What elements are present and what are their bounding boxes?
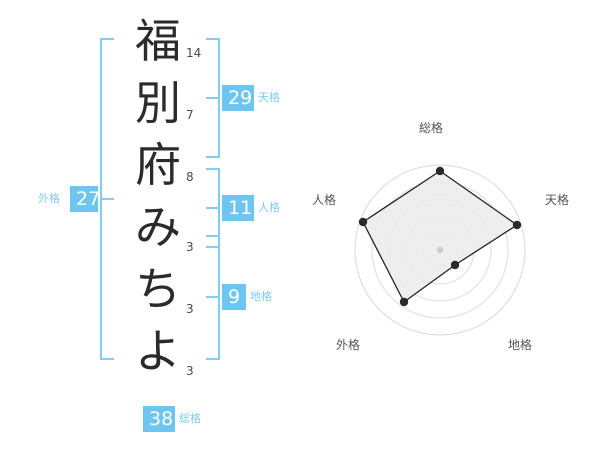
name-char-2: 別 [135, 76, 181, 130]
chikaku-label: 地格 [250, 290, 272, 303]
gaikaku-label: 外格 [38, 192, 60, 205]
name-char-4-strokes: 3 [186, 240, 194, 254]
name-char-4: み [135, 200, 181, 254]
name-char-3: 府 [135, 138, 181, 192]
radar-point-gaikaku [399, 297, 409, 307]
name-breakdown-panel: 外格 27 福 14 別 7 府 8 み 3 ち 3 よ 3 29 天格 11 … [38, 14, 280, 432]
radar-point-jinkaku [358, 217, 368, 227]
chikaku-value: 9 [222, 284, 246, 310]
gaikaku-bracket-tick [100, 198, 114, 200]
name-char-2-strokes: 7 [186, 108, 194, 122]
jinkaku-value: 11 [222, 195, 254, 221]
chikaku-bracket-tick [206, 296, 220, 298]
radar-data-polygon [362, 170, 518, 303]
tenkaku-label: 天格 [258, 91, 280, 104]
name-char-1-strokes: 14 [186, 46, 202, 60]
radar-svg [354, 164, 526, 336]
name-char-3-strokes: 8 [186, 170, 194, 184]
name-char-6-strokes: 3 [186, 364, 194, 378]
kakusu-radar-chart: 総格 天格 地格 外格 人格 [300, 0, 600, 470]
jinkaku-bracket-tick [206, 207, 220, 209]
radar-axis-label-chikaku: 地格 [508, 338, 533, 352]
jinkaku-label: 人格 [258, 201, 280, 214]
gaikaku-value: 27 [70, 186, 100, 212]
name-char-1: 福 [135, 14, 181, 68]
radar-point-soukaku [435, 166, 445, 176]
radar-center-dot [436, 246, 444, 254]
name-char-6: よ [135, 324, 181, 378]
tenkaku-value: 29 [222, 85, 254, 111]
tenkaku-bracket-tick [206, 97, 220, 99]
radar-data-points [358, 166, 522, 307]
radar-axis-label-gaikaku: 外格 [336, 338, 361, 352]
name-char-5-strokes: 3 [186, 302, 194, 316]
radar-axis-label-jinkaku: 人格 [312, 193, 337, 207]
radar-point-chikaku [450, 260, 460, 270]
radar-axis-label-soukaku: 総格 [419, 121, 444, 135]
radar-point-tenkaku [512, 220, 522, 230]
radar-axis-label-tenkaku: 天格 [545, 193, 570, 207]
name-char-5: ち [135, 262, 181, 316]
soukaku-label: 総格 [179, 412, 201, 425]
soukaku-value: 38 [143, 406, 175, 432]
